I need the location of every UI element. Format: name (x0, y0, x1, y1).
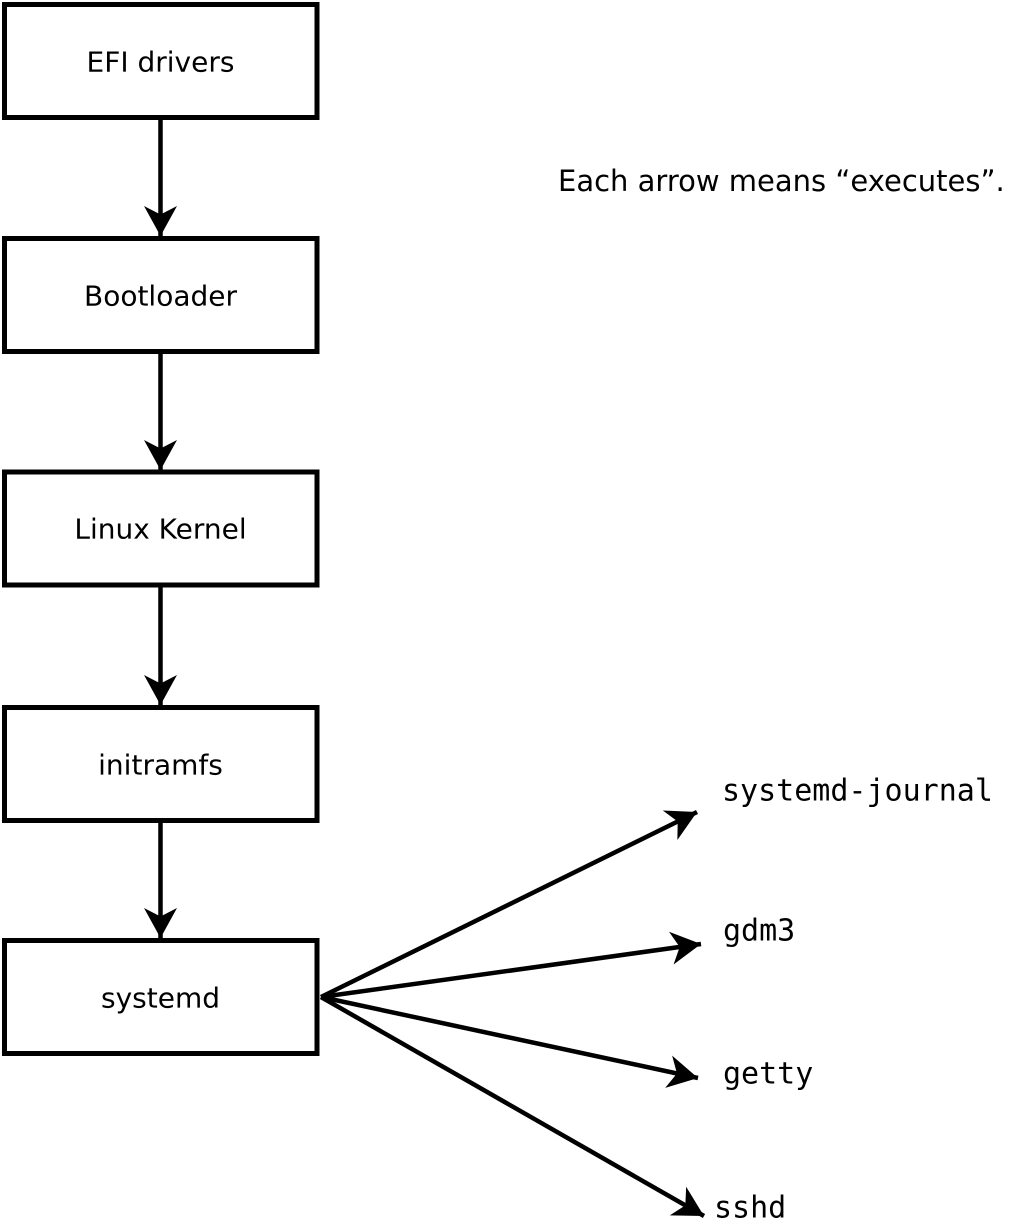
linux-kernel-label: Linux Kernel (74, 513, 246, 546)
fan-arrow-gdm3 (320, 931, 702, 1000)
fan-arrow-systemd-journal (320, 809, 698, 1000)
systemd-label: systemd (101, 982, 220, 1015)
efi-drivers-box (2, 2, 320, 120)
getty-label: getty (723, 1057, 813, 1092)
bootloader-label: Bootloader (84, 280, 238, 313)
sshd-label: sshd (714, 1191, 786, 1226)
initramfs-box (2, 705, 320, 823)
systemd-journal-label: systemd-journal (722, 774, 993, 809)
efi-drivers-label: EFI drivers (87, 46, 235, 79)
annotation-text: Each arrow means “executes”. (558, 164, 1005, 198)
linux-kernel-box (2, 469, 320, 588)
bootloader-box (2, 236, 320, 354)
gdm3-label: gdm3 (723, 914, 795, 949)
fan-arrow-getty (320, 994, 699, 1088)
initramfs-label: initramfs (98, 749, 223, 782)
systemd-box (2, 938, 320, 1056)
fan-arrow-sshd (319, 995, 706, 1218)
